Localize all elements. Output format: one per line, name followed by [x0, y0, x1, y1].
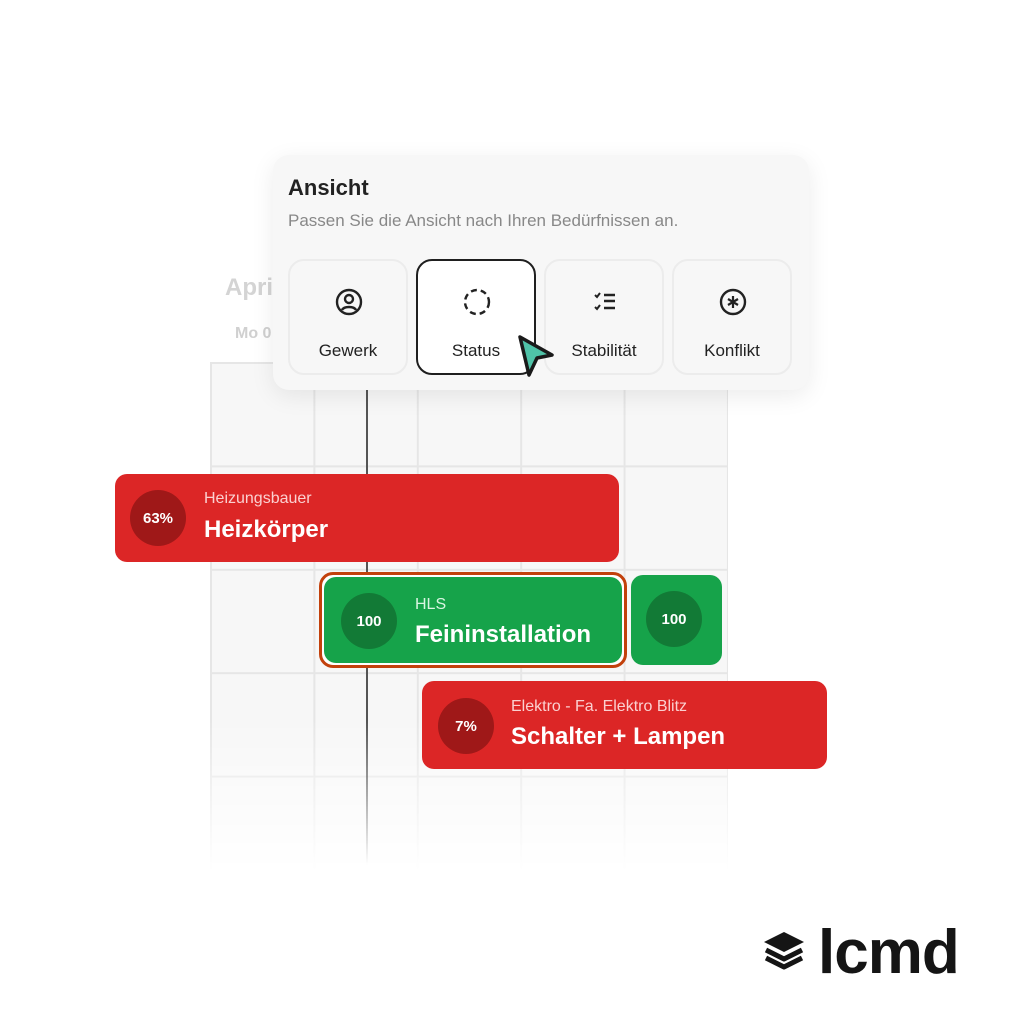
option-label: Konflikt — [704, 341, 760, 360]
panel-title: Ansicht — [288, 175, 369, 200]
task-name: Heizkörper — [204, 516, 329, 543]
view-option-stabilitaet[interactable]: Stabilität — [544, 259, 664, 375]
user-circle-icon — [335, 288, 363, 316]
asterisk-circle-icon — [719, 288, 747, 316]
option-label: Gewerk — [318, 341, 378, 360]
layers-icon — [764, 932, 804, 970]
task-trade: HLS — [415, 596, 447, 613]
progress-badge: 100 — [341, 593, 397, 649]
progress-badge: 63% — [130, 490, 186, 546]
task-bar-schalter-lampen[interactable]: 7% Elektro - Fa. Elektro Blitz Schalter … — [422, 681, 827, 769]
dashed-circle-icon — [463, 288, 491, 316]
task-trade: Elektro - Fa. Elektro Blitz — [511, 698, 688, 715]
option-label: Status — [451, 341, 501, 360]
logo-text: lcmd — [818, 918, 960, 987]
task-bar-compact[interactable]: 100 — [631, 575, 722, 665]
option-label: Stabilität — [571, 341, 637, 360]
view-option-konflikt[interactable]: Konflikt — [672, 259, 792, 375]
day-label: Mo 0 — [235, 325, 272, 342]
selected-task-outline: 100 HLS Feininstallation — [319, 572, 627, 668]
task-name: Feininstallation — [415, 621, 592, 648]
month-label: April — [225, 274, 280, 301]
lcmd-logo: lcmd — [762, 918, 960, 987]
view-panel: Ansicht Passen Sie die Ansicht nach Ihre… — [273, 155, 809, 390]
view-option-status[interactable]: Status — [416, 259, 536, 375]
progress-badge: 100 — [646, 591, 702, 647]
checklist-icon — [594, 292, 615, 311]
task-name: Schalter + Lampen — [511, 723, 726, 750]
task-bar-feininstallation[interactable]: 100 HLS Feininstallation — [324, 577, 622, 663]
cursor-icon — [518, 335, 554, 377]
progress-badge: 7% — [438, 698, 494, 754]
task-bar-heizkoerper[interactable]: 63% Heizungsbauer Heizkörper — [115, 474, 619, 562]
panel-subtitle: Passen Sie die Ansicht nach Ihren Bedürf… — [288, 211, 679, 230]
task-trade: Heizungsbauer — [204, 490, 312, 507]
view-option-gewerk[interactable]: Gewerk — [288, 259, 408, 375]
